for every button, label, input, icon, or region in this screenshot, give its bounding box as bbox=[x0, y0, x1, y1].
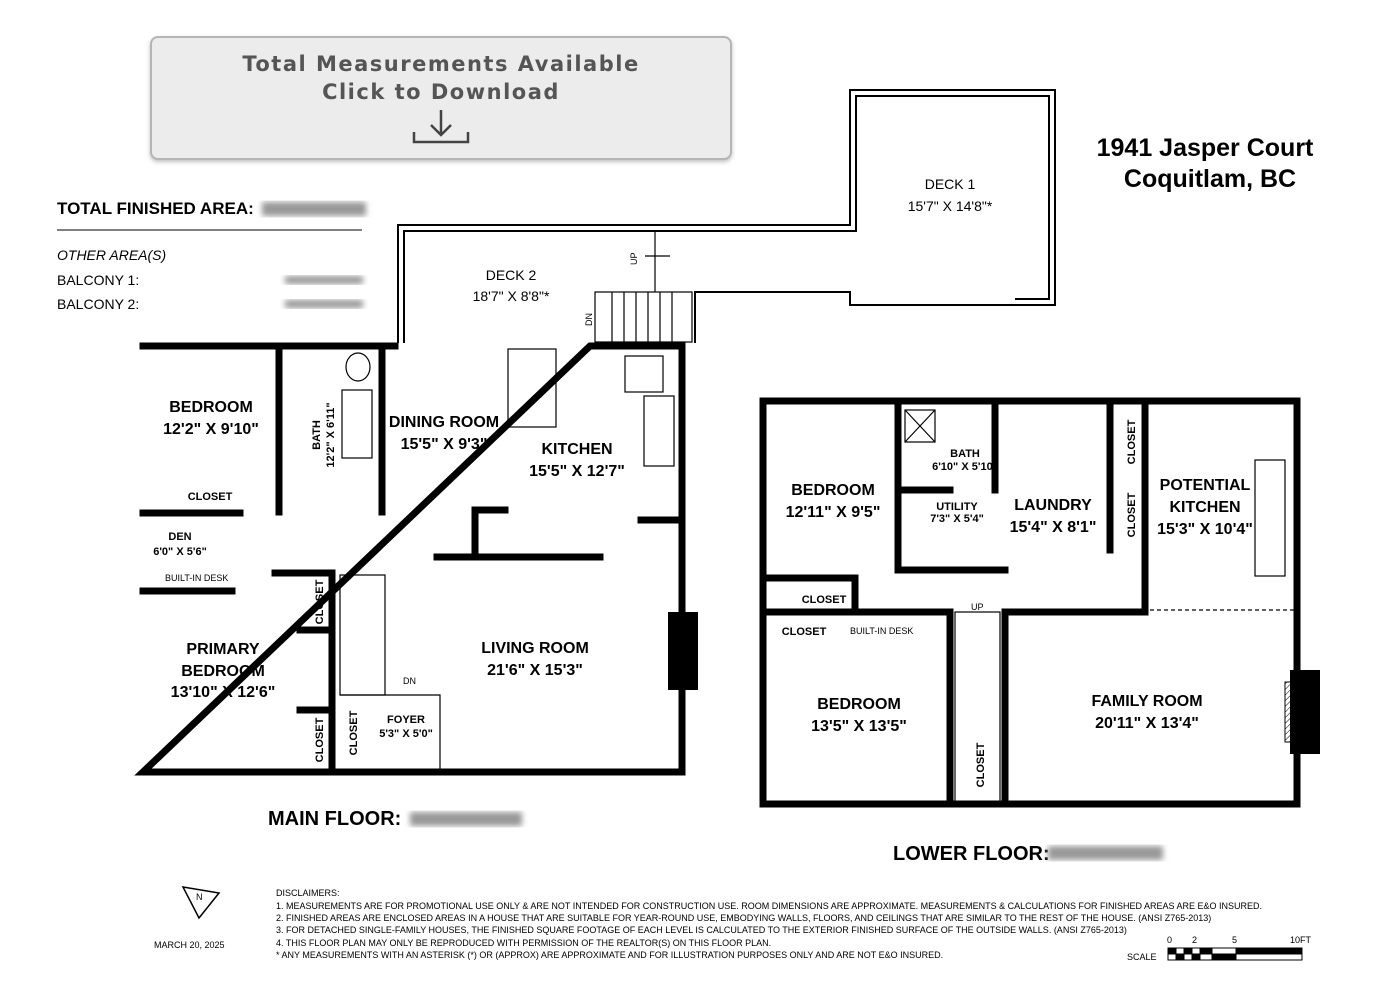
deck-2-dims: 18'7" X 8'8"* bbox=[473, 288, 550, 304]
banner-line-2: Click to Download bbox=[322, 80, 560, 104]
primary-bedroom-name-2: BEDROOM bbox=[181, 663, 265, 680]
disclaimer-4: 4. THIS FLOOR PLAN MAY ONLY BE REPRODUCE… bbox=[276, 938, 771, 948]
deck-stairs bbox=[594, 232, 693, 343]
main-bath-dims: 12'2" X 6'11" bbox=[325, 402, 337, 467]
laundry-name: LAUNDRY bbox=[1014, 497, 1092, 514]
lower-closet-2: CLOSET bbox=[782, 626, 827, 638]
lower-closet-5: CLOSET bbox=[975, 742, 987, 787]
lower-floor-walls bbox=[759, 397, 1320, 808]
lower-bath-name: BATH bbox=[950, 448, 980, 460]
primary-bedroom-name: PRIMARY bbox=[186, 641, 260, 658]
lower-bedroom-2-name: BEDROOM bbox=[817, 696, 901, 713]
lower-closet-4: CLOSET bbox=[1126, 492, 1138, 537]
lower-bedroom-1-dims: 12'11" X 9'5" bbox=[786, 504, 881, 521]
blurred-balcony-1 bbox=[285, 276, 363, 284]
disclaimer-1: 1. MEASUREMENTS ARE FOR PROMOTIONAL USE … bbox=[276, 901, 1262, 911]
main-closet-1: CLOSET bbox=[188, 491, 233, 503]
main-closet-3: CLOSET bbox=[314, 717, 326, 762]
main-closet-2: CLOSET bbox=[314, 579, 326, 624]
living-room-dims: 21'6" X 15'3" bbox=[487, 662, 583, 679]
disclaimer-3: 3. FOR DETACHED SINGLE-FAMILY HOUSES, TH… bbox=[276, 925, 1127, 935]
blurred-area-value bbox=[262, 202, 366, 216]
scale-tick-10: 10FT bbox=[1290, 935, 1312, 945]
disclaimer-2: 2. FINISHED AREAS ARE ENCLOSED AREAS IN … bbox=[276, 913, 1211, 923]
family-room-name: FAMILY ROOM bbox=[1091, 693, 1202, 710]
kitchen-name: KITCHEN bbox=[541, 441, 612, 458]
download-measurements-button[interactable]: Total Measurements Available Click to Do… bbox=[150, 36, 732, 160]
banner-line-1: Total Measurements Available bbox=[242, 52, 640, 76]
dining-room-dims: 15'5" X 9'3" bbox=[401, 436, 488, 453]
potential-kitchen-name: POTENTIAL bbox=[1160, 477, 1251, 494]
balcony-2-label: BALCONY 2: bbox=[57, 296, 139, 312]
scale-tick-2: 2 bbox=[1192, 935, 1197, 945]
potential-kitchen-name-2: KITCHEN bbox=[1169, 499, 1240, 516]
main-bedroom-dims: 12'2" X 9'10" bbox=[163, 421, 259, 438]
disclaimer-5: * ANY MEASUREMENTS WITH AN ASTERISK (*) … bbox=[276, 950, 943, 960]
plan-date: MARCH 20, 2025 bbox=[154, 940, 225, 950]
deck-2-name: DECK 2 bbox=[486, 267, 537, 283]
other-areas-label: OTHER AREA(S) bbox=[57, 247, 166, 263]
lower-floor-label: LOWER FLOOR: bbox=[893, 843, 1050, 865]
scale-bar bbox=[1167, 947, 1303, 961]
main-bath-name: BATH bbox=[311, 420, 323, 450]
scale-tick-0: 0 bbox=[1167, 935, 1172, 945]
family-room-dims: 20'11" X 13'4" bbox=[1095, 715, 1199, 732]
utility-dims: 7'3" X 5'4" bbox=[930, 513, 984, 525]
den-name: DEN bbox=[168, 531, 191, 543]
main-dn-label: DN bbox=[403, 676, 416, 686]
deck-1-name: DECK 1 bbox=[925, 176, 976, 192]
scale-tick-5: 5 bbox=[1232, 935, 1237, 945]
disclaimers-title: DISCLAIMERS: bbox=[276, 888, 340, 898]
lower-closet-1: CLOSET bbox=[802, 594, 847, 606]
deck-dn-label: DN bbox=[584, 313, 594, 326]
north-arrow-icon bbox=[181, 886, 221, 920]
kitchen-dims: 15'5" X 12'7" bbox=[529, 463, 625, 480]
main-closet-4: CLOSET bbox=[348, 710, 360, 755]
laundry-dims: 15'4" X 8'1" bbox=[1010, 519, 1097, 536]
potential-kitchen-dims: 15'3" X 10'4" bbox=[1157, 521, 1253, 538]
main-bedroom-name: BEDROOM bbox=[169, 399, 253, 416]
foyer-dims: 5'3" X 5'0" bbox=[379, 728, 433, 740]
main-floor-label: MAIN FLOOR: bbox=[268, 808, 401, 830]
primary-bedroom-dims: 13'10" X 12'6" bbox=[171, 684, 276, 701]
lower-bedroom-2-dims: 13'5" X 13'5" bbox=[811, 718, 907, 735]
address-line-1: 1941 Jasper Court bbox=[1097, 134, 1314, 162]
address-line-2: Coquitlam, BC bbox=[1124, 165, 1296, 193]
lower-bedroom-1-name: BEDROOM bbox=[791, 482, 875, 499]
north-label: N bbox=[196, 892, 203, 902]
den-dims: 6'0" X 5'6" bbox=[153, 546, 207, 558]
blurred-balcony-2 bbox=[285, 300, 363, 308]
main-built-in-desk: BUILT-IN DESK bbox=[165, 573, 228, 583]
balcony-1-label: BALCONY 1: bbox=[57, 272, 139, 288]
lower-bath-dims: 6'10" X 5'10" bbox=[932, 461, 998, 473]
main-floor-walls bbox=[134, 342, 698, 776]
blurred-lower-area bbox=[1048, 846, 1163, 860]
foyer-name: FOYER bbox=[387, 714, 425, 726]
deck-1-dims: 15'7" X 14'8"* bbox=[908, 198, 993, 214]
dining-room-name: DINING ROOM bbox=[389, 414, 499, 431]
blurred-main-area bbox=[410, 812, 522, 826]
lower-up-label: UP bbox=[971, 602, 984, 612]
living-room-name: LIVING ROOM bbox=[481, 640, 589, 657]
scale-label: SCALE bbox=[1127, 952, 1157, 962]
lower-built-in-desk: BUILT-IN DESK bbox=[850, 626, 913, 636]
total-finished-area-label: TOTAL FINISHED AREA: bbox=[57, 199, 254, 218]
download-icon bbox=[412, 110, 470, 144]
utility-name: UTILITY bbox=[936, 501, 978, 513]
deck-up-label: UP bbox=[629, 252, 639, 265]
lower-closet-3: CLOSET bbox=[1126, 419, 1138, 464]
